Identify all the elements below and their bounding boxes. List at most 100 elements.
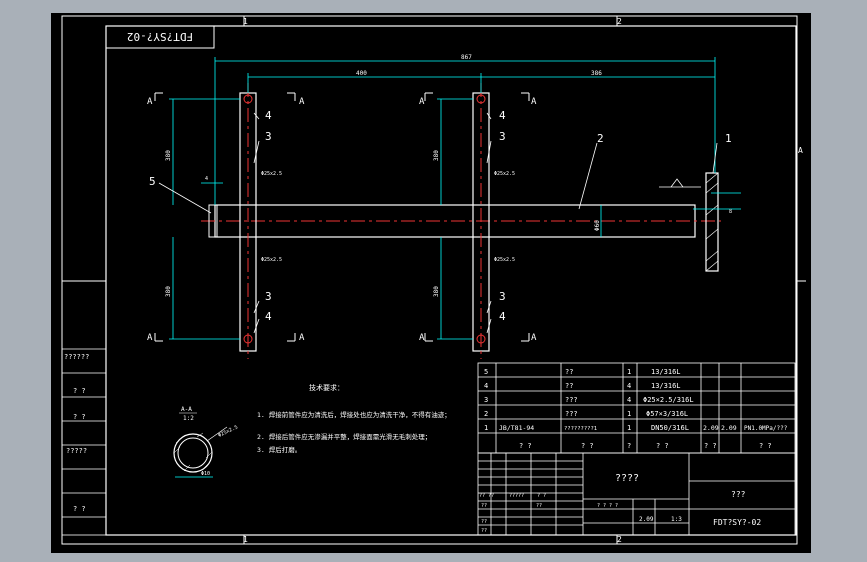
tech-req-title: 技术要求： [309, 383, 344, 392]
dim-side-arm-4: Φ25x2.5 [494, 257, 515, 263]
bom-note: PN1.0MPa/??? [744, 425, 788, 432]
flange [705, 172, 719, 272]
section-inner-circle [177, 437, 209, 469]
section-label-a-7: A [419, 333, 425, 343]
balloon-1: 1 [725, 132, 732, 145]
bom-material: 13/316L [651, 382, 681, 390]
section-markers [154, 92, 530, 342]
title-scale-labels: ? ? ? ? [597, 503, 618, 509]
end-cap [208, 204, 218, 238]
section-label-a-5: A [419, 97, 425, 107]
dim-pipe-dia: Φ60 [594, 220, 601, 231]
bom-qty: 1 [627, 424, 631, 432]
section-leader [206, 426, 228, 442]
dim-overall: 867 [461, 54, 472, 61]
balloon-4b: 4 [499, 109, 506, 122]
section-label-a-2: A [299, 97, 305, 107]
zone-ticks [62, 16, 806, 544]
title-code: FDT?SY?-02 [713, 518, 761, 527]
balloon-3a: 3 [265, 130, 272, 143]
dim-side-arm-3: Φ25x2.5 [494, 171, 515, 177]
bom-qty: 4 [627, 382, 631, 390]
outer-frame [61, 15, 798, 545]
tech-req-line-1: 1. 焊接前管件应为清洗后，焊接处也应为清洗干净，不得有油迹； [257, 410, 451, 419]
balloon-5: 5 [149, 175, 156, 188]
bom-no: 2 [484, 410, 488, 418]
bom-qty: 4 [627, 396, 631, 404]
dimension-lines [169, 57, 741, 340]
plug-left-bottom [243, 334, 253, 344]
bom-header: ? ? ? ? ? ? ? ? ? ? ? [519, 442, 772, 450]
section-dia-label: Φ10 [201, 471, 210, 477]
left-block-3: ? ? [73, 413, 86, 421]
bom-name: ?? [565, 368, 573, 376]
balloon-3c: 3 [265, 290, 272, 303]
bom-grid [477, 362, 796, 454]
bom-header-code: ? ? [519, 442, 532, 450]
bom-w2: 2.09 [721, 424, 737, 432]
bom-qty: 1 [627, 368, 631, 376]
zone-top-left: 1 [243, 17, 248, 26]
plug-right-bottom [476, 334, 486, 344]
dim-span-a: 400 [356, 70, 367, 77]
inner-frame [105, 25, 797, 536]
balloon-2: 2 [597, 132, 604, 145]
flange-hatch-6 [705, 204, 719, 216]
title-mark-3: ? ? [537, 493, 546, 499]
bom-header-qty: ? [627, 442, 631, 450]
tech-req-line-3: 3. 焊后打磨。 [257, 445, 301, 454]
bom-code: JB/T81-94 [499, 424, 534, 432]
dim-small: 4 [205, 176, 208, 182]
dim-span-b: 386 [591, 70, 602, 77]
section-outer-circle [173, 433, 213, 473]
flange-hatch-2 [705, 182, 719, 194]
flange-hatch-3 [705, 250, 719, 262]
left-block-1: ?????? [64, 353, 89, 361]
title-drawing-name: ???? [615, 473, 639, 484]
flange-hatch-1 [705, 172, 719, 184]
bom-material: Φ57×3/316L [646, 410, 688, 418]
zone-bottom-mid: 2 [617, 535, 622, 544]
dim-v-lower-2: 380 [433, 286, 440, 297]
bom-material: Φ25×2.5/316L [643, 396, 694, 404]
dim-side-arm-1: Φ25x2.5 [261, 171, 282, 177]
bom-row-5: 5 ?? 1 13/316L [484, 368, 681, 376]
bom-no: 4 [484, 382, 488, 390]
bom-name: ?? [565, 382, 573, 390]
bom-no: 3 [484, 396, 488, 404]
dim-v-lower-1: 380 [165, 286, 172, 297]
left-block [61, 280, 107, 536]
section-label-a-6: A [531, 97, 537, 107]
title-mark-1: ?? ?? [479, 493, 494, 499]
bom-material: 13/316L [651, 368, 681, 376]
title-block-grid [477, 452, 796, 536]
zone-top-mid: 2 [617, 17, 622, 26]
section-label-a-4: A [299, 333, 305, 343]
balloon-4c: 4 [265, 310, 272, 323]
balloon-3d: 3 [499, 290, 506, 303]
zone-bottom-left: 1 [243, 535, 248, 544]
bom-header-name: ? ? [581, 442, 594, 450]
bom-w1: 2.09 [703, 424, 719, 432]
cad-viewport[interactable]: 1 2 1 2 A FDT?SY?-02 [51, 13, 811, 553]
title-company: ??? [731, 490, 746, 499]
bom-row-4: 4 ?? 4 13/316L [484, 382, 681, 390]
bom-qty: 1 [627, 410, 631, 418]
cad-drawing: 1 2 1 2 A FDT?SY?-02 [61, 15, 806, 545]
weld-symbol [659, 178, 701, 188]
section-detail-title: A-A [181, 406, 192, 413]
bom-row-3: 3 ??? 4 Φ25×2.5/316L [484, 396, 694, 404]
section-label-a-8: A [531, 333, 537, 343]
bom-no: 1 [484, 424, 488, 432]
plug-right-top [476, 94, 486, 104]
bom-header-weight: ? ? [704, 442, 717, 450]
section-detail-scale: 1:2 [183, 415, 194, 422]
bom-name: ??? [565, 410, 578, 418]
flange-hatch-5 [705, 228, 719, 240]
balloon-leaders [158, 112, 718, 334]
title-sheet-2: ?? [481, 519, 487, 525]
section-hatch [173, 432, 213, 472]
title-weight: 2.09 [639, 516, 654, 523]
tech-req-line-2: 2. 焊接后管件应无渗漏并平整，焊接面需光滑无毛刺处理； [257, 432, 431, 441]
section-label-a-3: A [147, 333, 153, 343]
